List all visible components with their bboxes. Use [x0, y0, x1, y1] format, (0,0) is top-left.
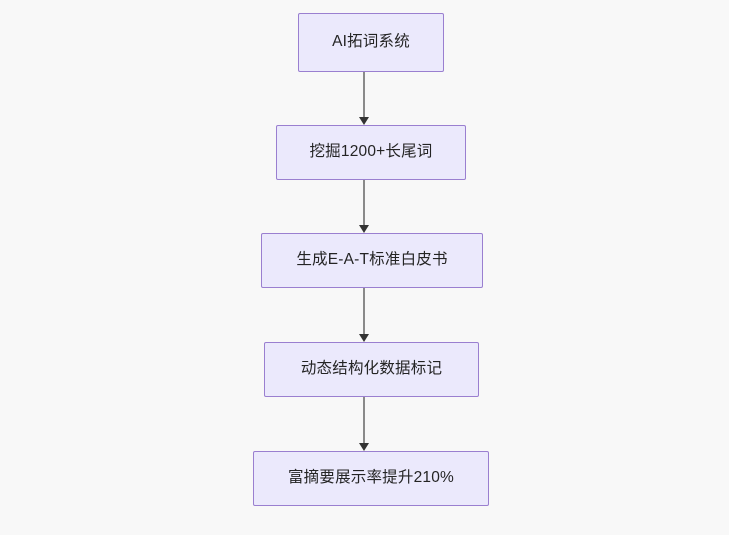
- flow-node-ai-keyword-system[interactable]: AI拓词系统: [298, 13, 444, 72]
- connector-line: [363, 397, 365, 444]
- flow-node-label: AI拓词系统: [332, 33, 410, 51]
- flow-node-label: 动态结构化数据标记: [300, 360, 443, 378]
- flow-node-label: 富摘要展示率提升210%: [287, 469, 455, 487]
- flow-node-dynamic-structured-data-markup[interactable]: 动态结构化数据标记: [264, 342, 479, 397]
- connector-line: [363, 72, 365, 118]
- arrowhead-icon: [359, 334, 369, 342]
- flow-node-generate-eat-whitepaper[interactable]: 生成E-A-T标准白皮书: [261, 233, 483, 288]
- arrowhead-icon: [359, 443, 369, 451]
- arrowhead-icon: [359, 225, 369, 233]
- connector-line: [363, 180, 365, 226]
- connector-line: [363, 288, 365, 335]
- flow-node-label: 生成E-A-T标准白皮书: [296, 251, 448, 269]
- connector-node3-node4: [357, 288, 371, 342]
- flow-node-label: 挖掘1200+长尾词: [309, 143, 433, 161]
- connector-node1-node2: [357, 72, 371, 125]
- connector-node2-node3: [357, 180, 371, 233]
- flow-node-mine-longtail-keywords[interactable]: 挖掘1200+长尾词: [276, 125, 466, 180]
- connector-node4-node5: [357, 397, 371, 451]
- flow-node-rich-snippet-rate-increase[interactable]: 富摘要展示率提升210%: [253, 451, 489, 506]
- arrowhead-icon: [359, 117, 369, 125]
